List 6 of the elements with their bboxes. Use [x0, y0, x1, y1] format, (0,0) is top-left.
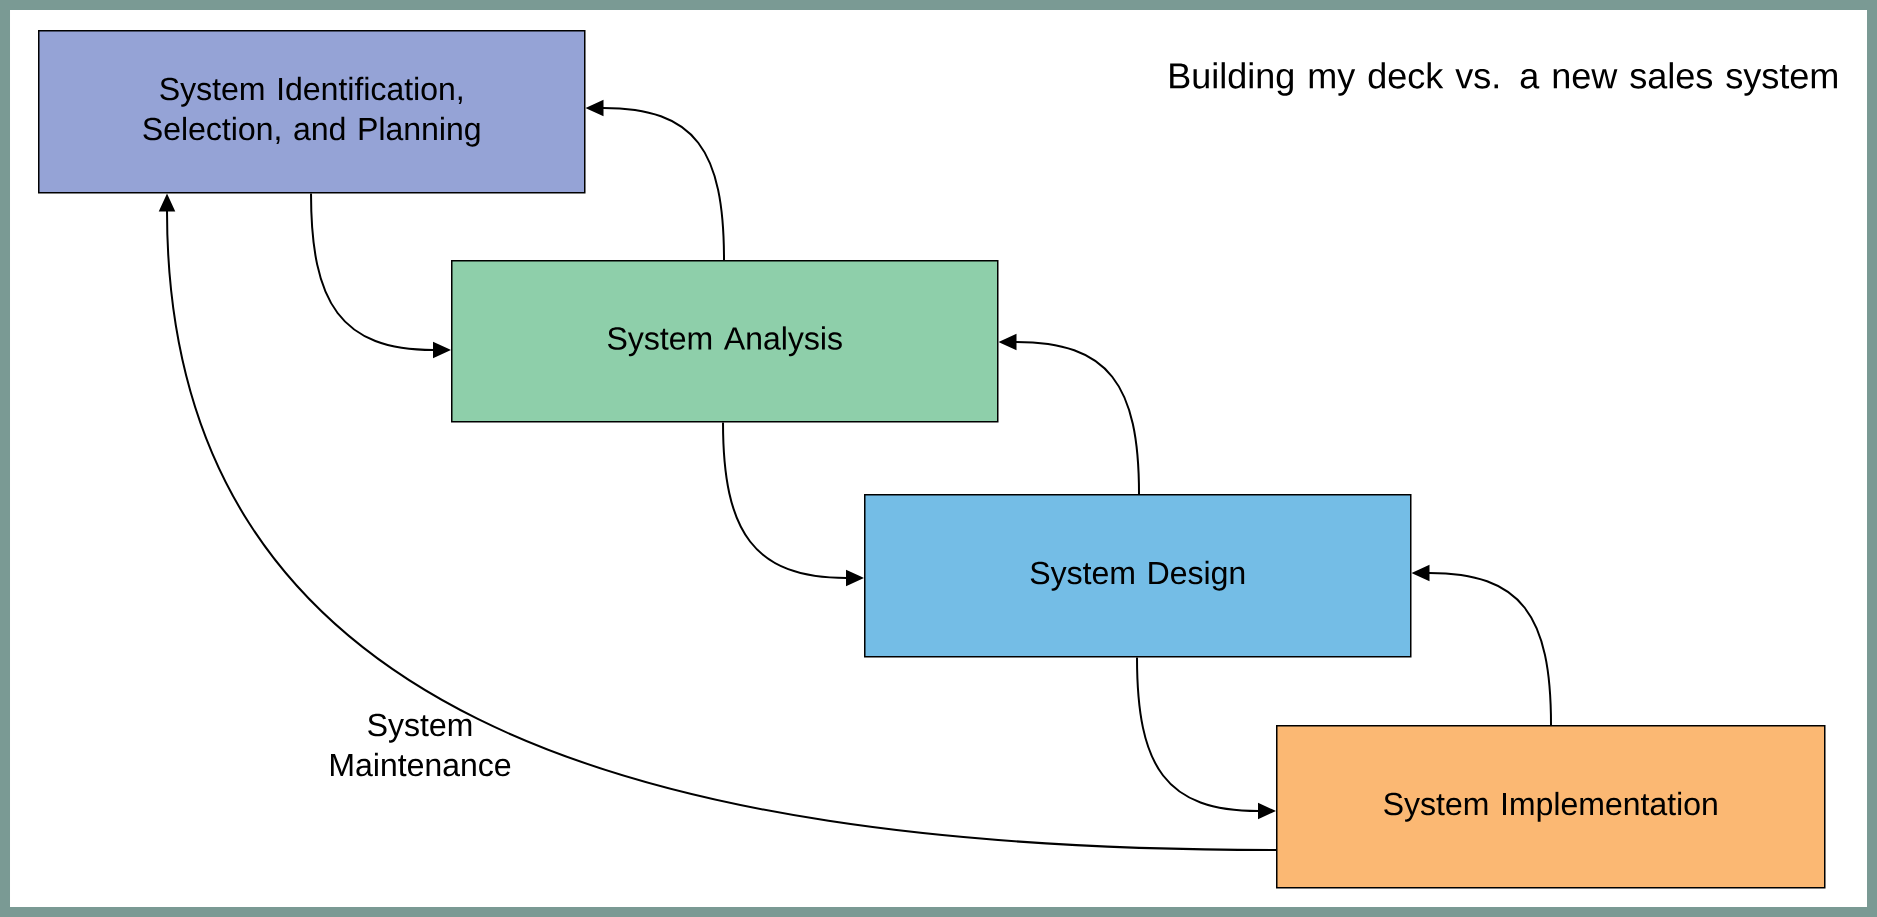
- process-box: System Analysis: [451, 260, 999, 423]
- process-box: System Design: [864, 494, 1412, 658]
- process-box: System Implementation: [1276, 725, 1826, 889]
- process-box: System Identification, Selection, and Planning: [38, 30, 586, 194]
- title: Building my deck vs. a new sales system: [1170, 62, 1837, 96]
- edge-label: System Maintenance: [331, 713, 511, 777]
